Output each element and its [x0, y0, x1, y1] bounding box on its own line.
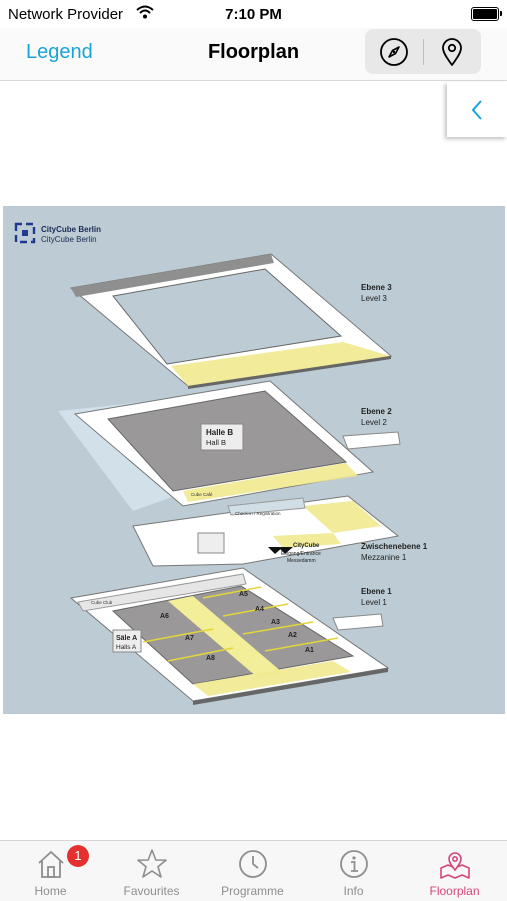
citycube-logo: CityCube Berlin CityCube Berlin — [14, 222, 101, 244]
tab-favourites[interactable]: Favourites — [101, 841, 202, 901]
location-button[interactable] — [423, 29, 481, 74]
map-icon — [439, 852, 470, 879]
mezzanine-label: Zwischenebene 1 — [361, 542, 428, 551]
logo-title: CityCube Berlin — [41, 225, 101, 234]
level-1-sublabel: Level 1 — [361, 598, 387, 607]
room-a7: A7 — [185, 635, 194, 642]
carrier-label: Network Provider — [8, 6, 124, 23]
level-1-floor — [69, 567, 390, 705]
tab-floorplan-label: Floorplan — [429, 884, 480, 898]
entrance-line1: Eingang/Entrance — [281, 551, 321, 557]
home-icon — [37, 850, 64, 878]
clock: 7:10 PM — [225, 6, 282, 23]
compass-button[interactable] — [365, 29, 423, 74]
tab-programme-label: Programme — [221, 884, 284, 898]
level-2-sublabel: Level 2 — [361, 418, 387, 427]
side-panel-toggle[interactable] — [447, 82, 507, 137]
floorplan-map[interactable]: CityCube Berlin CityCube Berlin Ebene 3 … — [3, 206, 505, 714]
tab-home[interactable]: 1 Home — [0, 841, 101, 901]
level-2-floor — [58, 380, 401, 511]
entrance-title: CityCube — [293, 543, 320, 549]
battery-icon — [471, 7, 502, 21]
entrance-line2: Messedamm — [287, 558, 316, 564]
tab-programme[interactable]: Programme — [202, 841, 303, 901]
room-a1: A1 — [305, 647, 314, 654]
legend-button[interactable]: Legend — [26, 41, 93, 63]
room-a5: A5 — [239, 591, 248, 598]
cafe-l2-label: Cube Café — [191, 492, 213, 497]
info-icon — [339, 850, 368, 878]
tab-floorplan[interactable]: Floorplan — [404, 841, 505, 901]
level-3-floor — [69, 253, 393, 389]
room-a3: A3 — [271, 619, 280, 626]
wifi-icon — [136, 5, 154, 24]
hall-b-label: Halle B — [206, 428, 233, 437]
logo-subtitle: CityCube Berlin — [41, 235, 97, 244]
tab-info[interactable]: Info — [303, 841, 404, 901]
level-3-label: Ebene 3 — [361, 283, 392, 292]
level-2-label: Ebene 2 — [361, 407, 392, 416]
tab-info-label: Info — [343, 884, 364, 898]
tab-bar: 1 Home Favourites Programme Info Floorpl… — [0, 840, 507, 901]
halls-a-sublabel: Halls A — [116, 644, 137, 651]
checkin-label: Check-in / Registration — [235, 511, 281, 516]
room-a8: A8 — [206, 655, 215, 662]
level-1-label: Ebene 1 — [361, 587, 392, 596]
compass-icon — [380, 37, 408, 66]
mezzanine-sublabel: Mezzanine 1 — [361, 553, 407, 562]
room-a6: A6 — [160, 613, 169, 620]
level-3-sublabel: Level 3 — [361, 294, 387, 303]
location-pin-icon — [442, 37, 462, 66]
halls-a-label: Säle A — [116, 635, 137, 642]
navigation-bar: Legend Floorplan — [0, 28, 507, 81]
tab-home-label: Home — [34, 884, 67, 898]
room-a2: A2 — [288, 632, 297, 639]
mezzanine-floor — [132, 495, 400, 567]
cafe-l1-label: Cube Club — [91, 600, 113, 605]
page-title: Floorplan — [207, 41, 300, 63]
star-icon — [136, 849, 167, 878]
tab-favourites-label: Favourites — [123, 884, 180, 898]
hall-b-sublabel: Hall B — [206, 438, 226, 447]
map-tools — [365, 29, 481, 74]
chevron-left-icon — [471, 99, 482, 120]
status-bar: Network Provider 7:10 PM — [0, 0, 507, 28]
clock-icon — [238, 850, 267, 878]
room-a4: A4 — [255, 606, 264, 613]
notification-badge: 1 — [67, 845, 89, 867]
